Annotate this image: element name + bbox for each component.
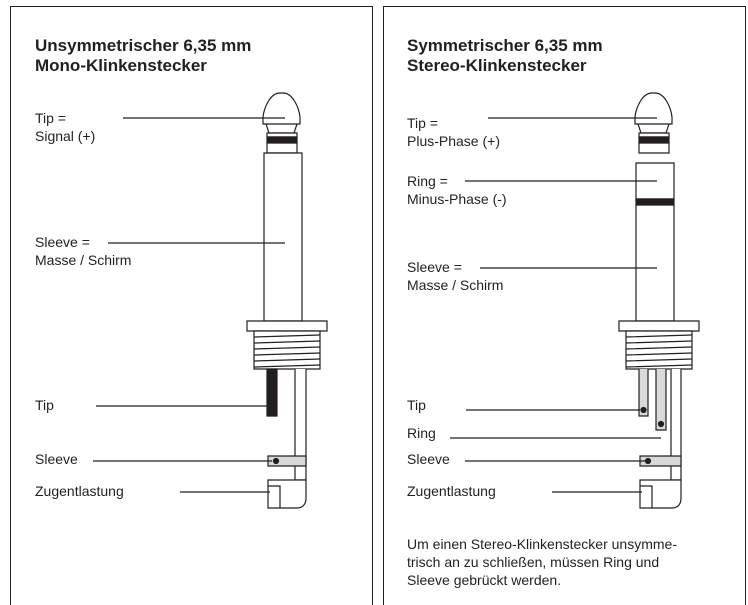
stereo-ring-label: Ring = xyxy=(407,173,448,189)
mono-title: Unsymmetrischer 6,35 mm Mono-Klinkenstec… xyxy=(35,36,251,76)
note-line-1: Um einen Stereo-Klinkenstecker unsymme- xyxy=(407,536,677,552)
mono-tip-terminal-label: Tip xyxy=(35,397,54,413)
stereo-plug-drawing xyxy=(450,93,699,508)
mono-tip-label: Tip = xyxy=(35,110,66,126)
mono-strain-relief xyxy=(268,480,306,508)
mono-flange xyxy=(247,321,327,331)
stereo-tip-terminal-hole xyxy=(641,408,646,413)
stereo-thread xyxy=(626,331,692,369)
mono-tip-neck xyxy=(266,124,297,133)
stereo-tip-terminal xyxy=(639,369,648,416)
mono-title-line1: Unsymmetrischer 6,35 mm xyxy=(35,36,252,55)
stereo-ring-terminal-label: Ring xyxy=(407,425,436,441)
mono-sleeve-label: Sleeve = xyxy=(35,234,90,250)
mono-sleeve-desc: Masse / Schirm xyxy=(35,252,132,268)
mono-plug-drawing xyxy=(93,93,327,508)
mono-sleeve-clip-hole xyxy=(274,459,279,464)
mono-thread-lines xyxy=(254,335,320,367)
stereo-black-ring-1 xyxy=(639,137,669,143)
stereo-black-ring-2 xyxy=(636,199,674,205)
stereo-title: Symmetrischer 6,35 mm Stereo-Klinkenstec… xyxy=(407,36,603,76)
stereo-bridging-note: Um einen Stereo-Klinkenstecker unsymme- … xyxy=(407,535,747,589)
stereo-plug-panel xyxy=(383,6,746,605)
mono-tip-desc: Signal (+) xyxy=(35,128,96,144)
mono-plug-panel xyxy=(10,6,373,605)
stereo-tip-desc: Plus-Phase (+) xyxy=(407,133,500,149)
stereo-tip xyxy=(635,93,672,124)
stereo-thread-lines xyxy=(626,335,692,367)
stereo-sleeve-terminal-label: Sleeve xyxy=(407,451,450,467)
stereo-tip-label: Tip = xyxy=(407,115,438,131)
mono-black-ring xyxy=(267,137,297,143)
mono-tip xyxy=(263,93,300,124)
mono-sleeve-terminal-label: Sleeve xyxy=(35,451,78,467)
stereo-strain-relief-inner xyxy=(640,486,652,508)
stereo-sleeve-label: Sleeve = xyxy=(407,259,462,275)
note-line-2: trisch an zu schließen, müssen Ring und xyxy=(407,554,660,570)
stereo-sleeve-clip-hole xyxy=(646,459,651,464)
stereo-sleeve-desc: Masse / Schirm xyxy=(407,277,504,293)
stereo-collar-gap xyxy=(639,143,669,153)
mono-thread xyxy=(254,331,320,369)
stereo-title-line2: Stereo-Klinkenstecker xyxy=(407,56,587,75)
mono-collar-gap xyxy=(267,143,297,153)
stereo-tip-neck xyxy=(638,124,669,133)
mono-tip-terminal xyxy=(267,369,277,416)
mono-strain-relief-label: Zugentlastung xyxy=(35,483,124,499)
mono-sleeve xyxy=(264,153,302,321)
mono-strain-relief-inner xyxy=(268,486,280,508)
stereo-sleeve xyxy=(636,205,674,321)
stereo-ring-terminal-hole xyxy=(659,422,664,427)
stereo-tip-terminal-label: Tip xyxy=(407,397,426,413)
note-line-3: Sleeve gebrückt werden. xyxy=(407,572,562,588)
stereo-ring-terminal xyxy=(656,369,666,430)
stereo-strain-relief-label: Zugentlastung xyxy=(407,483,496,499)
stereo-flange xyxy=(619,321,699,331)
stereo-ring-desc: Minus-Phase (-) xyxy=(407,191,507,207)
stereo-title-line1: Symmetrischer 6,35 mm xyxy=(407,36,603,55)
stereo-strain-relief xyxy=(640,480,681,508)
mono-title-line2: Mono-Klinkenstecker xyxy=(35,56,207,75)
